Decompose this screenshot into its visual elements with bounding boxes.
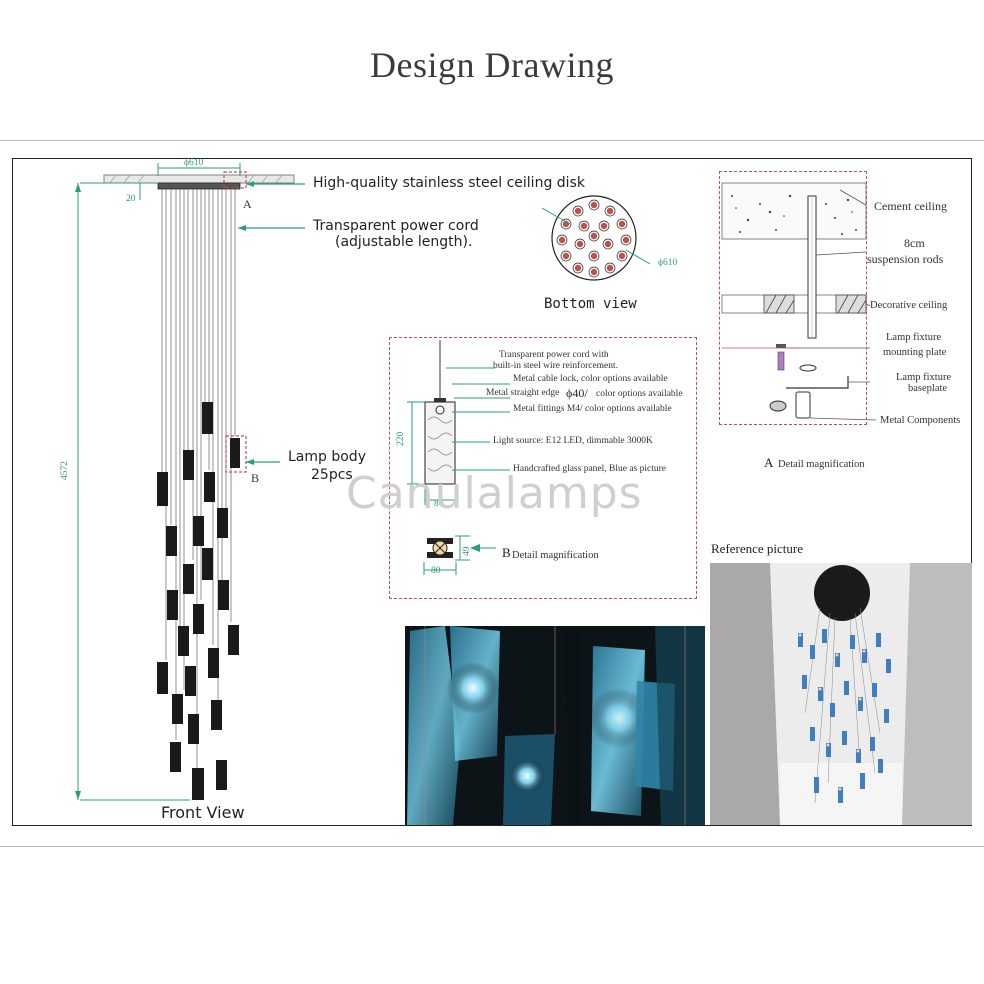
detail-b-glass (424, 401, 456, 485)
power-cord-label-line2: (adjustable length). (335, 234, 473, 250)
detail-a-caption-letter: A (764, 455, 774, 470)
bottom-view-caption: Bottom view (544, 296, 637, 312)
detail-b-height-dim: 220 (396, 431, 406, 446)
detail-a-rod-line1: 8cm (904, 236, 925, 250)
detail-b-cable-lock: Metal cable lock, color options availabl… (513, 374, 668, 384)
front-view-caption: Front View (161, 803, 245, 822)
detail-b-straight-edge-dim: ϕ40/ (566, 386, 588, 400)
front-disk-height-dim: 20 (126, 194, 136, 204)
detail-a-mount-line2: mounting plate (883, 347, 947, 358)
detail-a-cement: Cement ceiling (874, 199, 947, 213)
bottom-view-fixtures (558, 201, 630, 276)
bottom-divider (0, 846, 984, 847)
detail-b-fittings: Metal fittings M4/ color options availab… (513, 404, 672, 414)
detail-b-frame (389, 337, 697, 599)
detail-b-straight-edge: Metal straight edge (486, 388, 560, 398)
lamp-body-label-line1: Lamp body (288, 449, 366, 465)
page-title: Design Drawing (370, 45, 614, 85)
glass-closeup-photo (405, 626, 705, 825)
detail-a-base-line1: Lamp fixture (896, 372, 952, 383)
marker-a: A (243, 197, 252, 211)
detail-a-box (223, 171, 247, 189)
power-cord-label-line1: Transparent power cord (313, 218, 479, 234)
ceiling-slab (103, 174, 295, 184)
marker-b: B (251, 471, 260, 485)
ceiling-disk-label: High-quality stainless steel ceiling dis… (313, 175, 585, 191)
detail-a-frame (719, 171, 867, 425)
detail-b-light-source: Light source: E12 LED, dimmable 3000K (493, 436, 653, 446)
drawing-frame (12, 158, 972, 826)
reference-photo (710, 563, 972, 825)
detail-a-decorative: Decorative ceiling (870, 300, 948, 311)
detail-b-box (225, 435, 247, 473)
detail-a-caption: Detail magnification (778, 459, 865, 470)
front-total-height-dim: 4572 (60, 461, 70, 480)
detail-b-width-dim: 80 (434, 499, 444, 509)
detail-b-caption-letter: B (502, 545, 511, 560)
lamp-body-label-line2: 25pcs (311, 467, 353, 483)
detail-b-glass-panel: Handcrafted glass panel, Blue as picture (513, 464, 666, 474)
front-width-dim: ϕ610 (184, 158, 204, 168)
detail-a-mount-line1: Lamp fixture (886, 332, 942, 343)
detail-a-rod-line2: suspension rods (867, 252, 944, 266)
detail-b-caption: Detail magnification (512, 550, 599, 561)
detail-a-base-line2: baseplate (908, 383, 948, 394)
bottom-view-dim: ϕ610 (658, 258, 678, 268)
detail-b-bottom-height-dim: 49 (462, 546, 472, 557)
detail-b-bottom-width-dim: 80 (431, 566, 441, 576)
detail-a-components: Metal Components (880, 415, 961, 426)
detail-b-straight-edge-suffix: color options available (596, 389, 683, 399)
detail-b-cord-line2: built-in steel wire reinforcement. (493, 361, 619, 371)
reference-caption: Reference picture (711, 541, 804, 556)
ceiling-disk (157, 182, 241, 190)
detail-b-cord-line1: Transparent power cord with (499, 350, 609, 360)
top-divider (0, 140, 984, 141)
watermark: Canulalamps (346, 468, 643, 519)
